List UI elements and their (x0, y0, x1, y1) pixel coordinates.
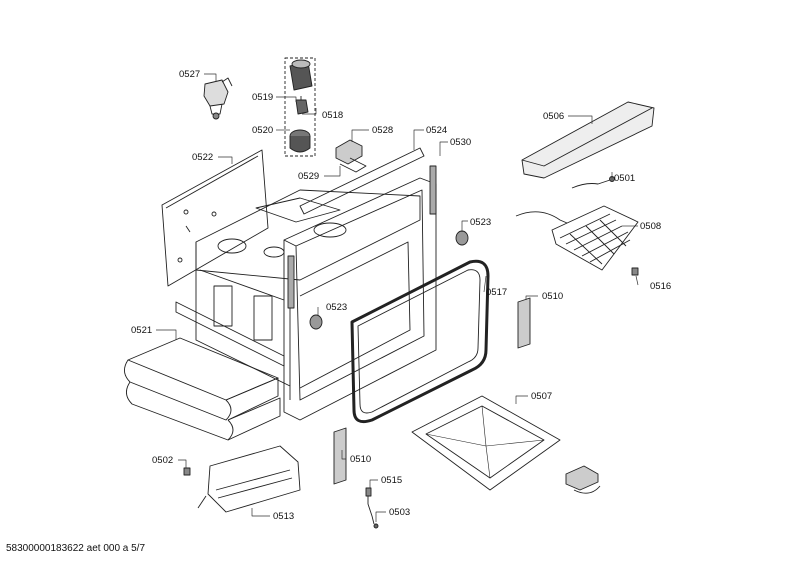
label-0528: 0528 (372, 125, 393, 136)
document-reference: 58300000183622 aet 000 a 5/7 (6, 543, 146, 554)
part-0527-drawing (203, 77, 233, 120)
part-0517-drawing (350, 259, 490, 424)
label-0516: 0516 (650, 281, 671, 292)
label-0529: 0529 (298, 171, 319, 182)
label-0517: 0517 (486, 287, 507, 298)
oven-cavity-drawing (175, 147, 437, 421)
part-0523-drawings (309, 230, 469, 330)
label-0510-lower: 0510 (350, 454, 371, 465)
part-0502-drawing (183, 467, 191, 476)
part-0516-drawing (631, 267, 639, 276)
label-0502: 0502 (152, 455, 173, 466)
part-labels: 0527 0519 0518 0520 0528 0524 0530 0522 … (131, 69, 671, 522)
label-0515: 0515 (381, 475, 402, 486)
part-0507-drawing (411, 395, 561, 491)
label-0510-upper: 0510 (542, 291, 563, 302)
label-0501: 0501 (614, 173, 635, 184)
label-0508: 0508 (640, 221, 661, 232)
label-0527: 0527 (179, 69, 200, 80)
part-0518-drawing (284, 57, 316, 157)
label-0520: 0520 (252, 125, 273, 136)
part-0506-drawing (521, 101, 655, 179)
bracket-drawing (565, 465, 601, 494)
label-0506: 0506 (543, 111, 564, 122)
label-0519: 0519 (252, 92, 273, 103)
label-0522: 0522 (192, 152, 213, 163)
label-0507: 0507 (531, 391, 552, 402)
part-0528-drawing (335, 139, 367, 173)
label-0530: 0530 (450, 137, 471, 148)
part-0501-drawing (571, 176, 615, 189)
part-0521-drawing (124, 337, 281, 441)
part-0515-drawing (365, 487, 379, 529)
part-0508-drawing (515, 205, 639, 271)
label-0524: 0524 (426, 125, 447, 136)
part-0513-drawing (197, 445, 301, 513)
label-0523-upper: 0523 (470, 217, 491, 228)
part-0522-drawing (161, 149, 269, 287)
label-0521: 0521 (131, 325, 152, 336)
label-0503: 0503 (389, 507, 410, 518)
leader-lines (156, 73, 639, 522)
label-0513: 0513 (273, 511, 294, 522)
label-0518: 0518 (322, 110, 343, 121)
part-0510-drawings (333, 297, 531, 485)
label-0523-lower: 0523 (326, 302, 347, 313)
